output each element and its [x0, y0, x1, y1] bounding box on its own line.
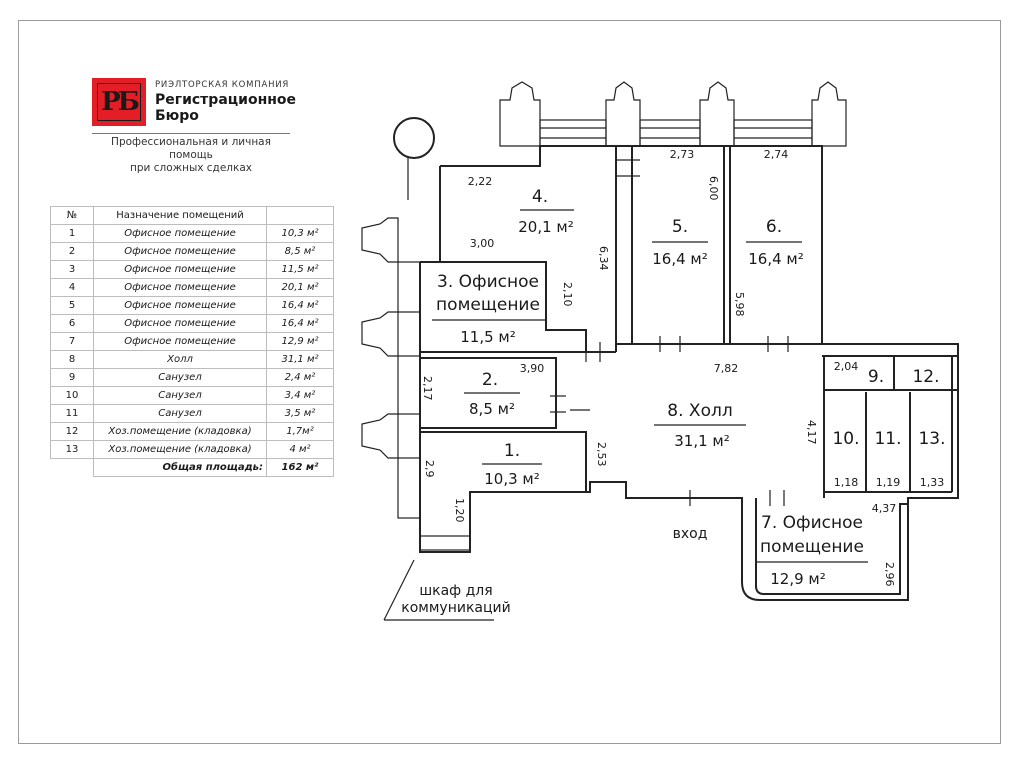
room5-area: 16,4 м² [652, 250, 708, 268]
room8-label: 8. Холл [667, 401, 732, 421]
room7-area: 12,9 м² [770, 570, 826, 588]
dim-2-22: 2,22 [468, 175, 493, 188]
logo-monogram: РБ [97, 83, 141, 121]
room13-number: 13. [918, 429, 945, 449]
dim-1-20: 1,20 [453, 498, 466, 523]
dim-2-53: 2,53 [595, 442, 608, 467]
closet-label-line2: коммуникаций [401, 600, 510, 616]
left-facade-columns [361, 217, 421, 519]
room3-label-line1: 3. Офисное [437, 272, 539, 292]
company-caption: РИЭЛТОРСКАЯ КОМПАНИЯ [155, 80, 290, 90]
room6-number: 6. [766, 217, 782, 237]
dim-2-10: 2,10 [561, 282, 574, 307]
dim-2-17: 2,17 [421, 376, 434, 401]
dim-2-96: 2,96 [883, 562, 896, 587]
outer-wall [419, 145, 959, 601]
page-frame [18, 20, 1001, 744]
room7-label-line1: 7. Офисное [761, 513, 863, 533]
tagline-line1: Профессиональная и личная помощь [111, 136, 271, 161]
dim-4-17: 4,17 [805, 420, 818, 445]
dim-5-98: 5,98 [733, 292, 746, 317]
room8-area: 31,1 м² [674, 432, 730, 450]
dim-2-04: 2,04 [834, 360, 859, 373]
room12-number: 12. [912, 367, 939, 387]
dim-2-73: 2,73 [670, 148, 695, 161]
dim-2-9: 2,9 [423, 460, 436, 478]
company-name-line1: Регистрационное [155, 92, 297, 108]
room3-area: 11,5 м² [460, 328, 516, 346]
door-marks [550, 159, 789, 506]
room1-area: 10,3 м² [484, 470, 540, 488]
room3-label-line2: помещение [436, 295, 540, 315]
dim-1-33: 1,33 [920, 476, 945, 489]
closet-leader [383, 559, 415, 621]
round-column [393, 117, 435, 159]
dim-6-34: 6,34 [597, 246, 610, 271]
dim-4-37: 4,37 [872, 502, 897, 515]
room9-number: 9. [868, 367, 884, 387]
company-logo-icon: РБ [92, 78, 146, 126]
company-tagline: Профессиональная и личная помощь при сло… [92, 136, 290, 175]
room2-area: 8,5 м² [469, 400, 515, 418]
company-name-line2: Бюро [155, 108, 199, 124]
logo-divider [92, 133, 290, 134]
room11-number: 11. [874, 429, 901, 449]
total-value: 162 м² [266, 458, 334, 477]
entrance-label: вход [673, 526, 708, 542]
room2-number: 2. [482, 370, 498, 390]
room4-area: 20,1 м² [518, 218, 574, 236]
room1-number: 1. [504, 441, 520, 461]
closet-box [419, 535, 471, 551]
company-name: Регистрационное Бюро [155, 92, 296, 124]
dim-1-19: 1,19 [876, 476, 901, 489]
room1-walls [420, 431, 587, 492]
room10-number: 10. [832, 429, 859, 449]
room2-walls [420, 357, 557, 429]
room6-area: 16,4 м² [748, 250, 804, 268]
facade-columns [499, 81, 847, 147]
room5-number: 5. [672, 217, 688, 237]
room7-label-line2: помещение [760, 537, 864, 557]
tagline-line2: при сложных сделках [130, 162, 252, 174]
dim-6-00: 6,00 [707, 176, 720, 201]
room7-walls [755, 498, 908, 595]
dim-7-82: 7,82 [714, 362, 739, 375]
table-total-row: Общая площадь: 162 м² [51, 458, 334, 477]
dim-1-18: 1,18 [834, 476, 859, 489]
dim-2-74: 2,74 [764, 148, 789, 161]
dim-3-00: 3,00 [470, 237, 495, 250]
closet-label-line1: шкаф для [419, 583, 492, 599]
total-label: Общая площадь: [93, 458, 267, 477]
dim-3-90: 3,90 [520, 362, 545, 375]
room4-number: 4. [532, 187, 548, 207]
